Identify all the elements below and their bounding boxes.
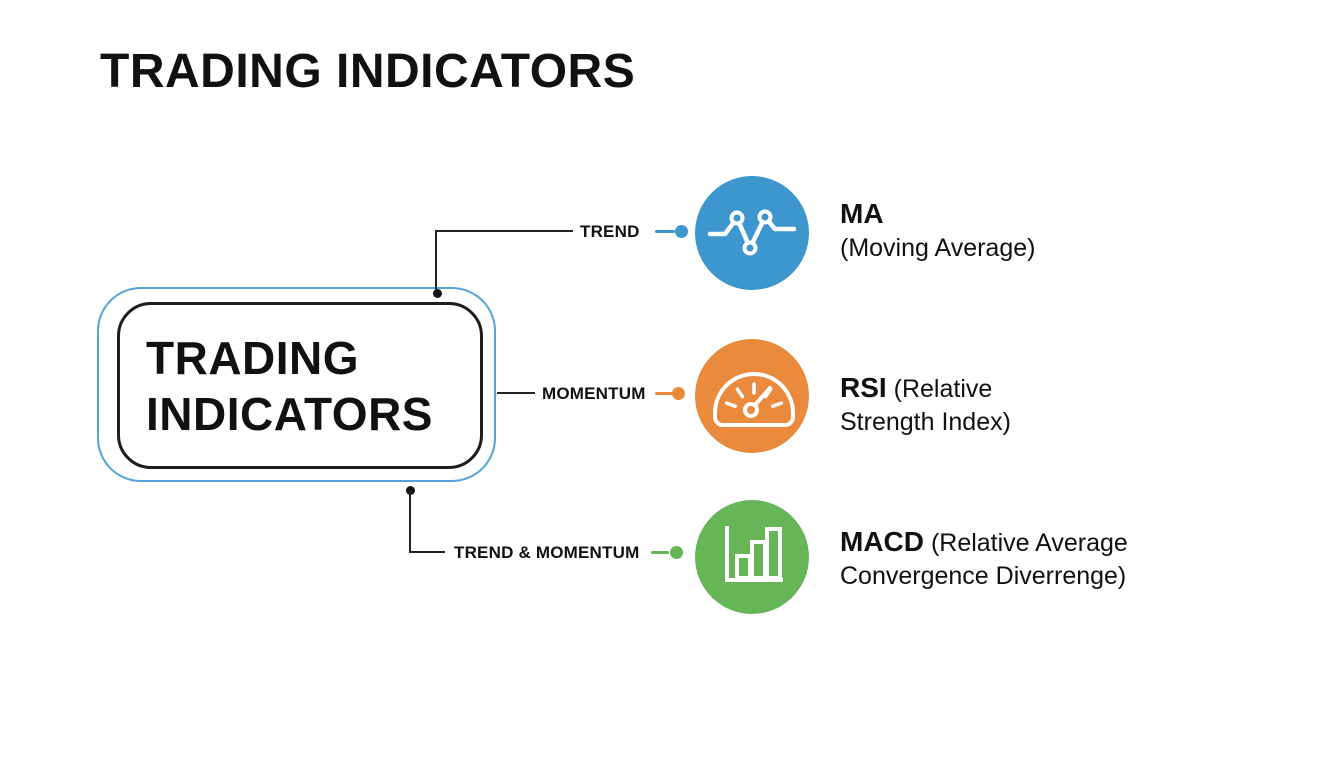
junction-dot xyxy=(433,289,442,298)
node-desc: Convergence Diverrenge) xyxy=(840,562,1127,590)
node-desc: Strength Index) xyxy=(840,408,1011,436)
connector-line xyxy=(435,230,573,232)
bar-chart-icon xyxy=(725,526,783,582)
node-name-rest: (Relative xyxy=(886,375,993,403)
root-box-title-line1: TRADING xyxy=(146,331,360,384)
ma-text: MA (Moving Average) xyxy=(840,197,1035,265)
ma-badge xyxy=(695,176,809,290)
connector-accent xyxy=(651,551,669,554)
rsi-text: RSI (Relative Strength Index) xyxy=(840,371,1011,439)
line-chart-icon xyxy=(707,209,797,256)
node-name-rest: (Relative Average xyxy=(924,529,1128,557)
root-box: TRADING INDICATORS xyxy=(117,302,483,469)
branch-label-trend: TREND xyxy=(580,222,640,241)
root-box-title-line2: INDICATORS xyxy=(146,387,433,440)
gauge-icon xyxy=(713,372,795,427)
branch-label-trend-momentum: TREND & MOMENTUM xyxy=(454,543,640,562)
node-desc: (Moving Average) xyxy=(840,234,1036,262)
connector-line xyxy=(409,490,411,553)
connector-line xyxy=(409,551,445,553)
connector-line xyxy=(497,392,535,394)
accent-dot xyxy=(670,546,683,559)
page-title: TRADING INDICATORS xyxy=(100,45,636,98)
connector-accent xyxy=(655,230,675,233)
connector-accent xyxy=(655,392,673,395)
branch-label-momentum: MOMENTUM xyxy=(542,384,646,403)
accent-dot xyxy=(675,225,688,238)
macd-badge xyxy=(695,500,809,614)
node-acronym: RSI xyxy=(840,372,887,403)
accent-dot xyxy=(672,387,685,400)
root-box-outer-border: TRADING INDICATORS xyxy=(97,287,496,482)
node-acronym: MA xyxy=(840,198,884,229)
node-acronym: MACD xyxy=(840,526,924,557)
connector-line xyxy=(435,231,437,293)
rsi-badge xyxy=(695,339,809,453)
macd-text: MACD (Relative Average Convergence Diver… xyxy=(840,525,1128,593)
